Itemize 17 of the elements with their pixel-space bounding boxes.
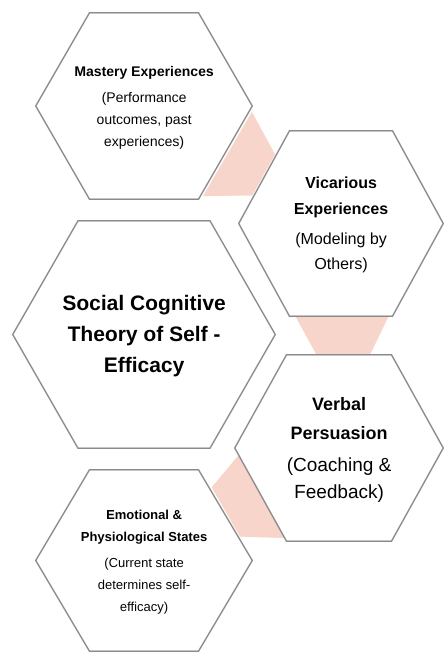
connector-band: [202, 112, 276, 196]
node-description: (Coaching & Feedback): [286, 454, 392, 505]
hexagon-node: [35, 469, 253, 652]
node-description: (Current state determines self-efficacy): [96, 554, 192, 616]
node-description: (Performance outcomes, past experiences): [96, 88, 192, 151]
node-heading: Emotional & Physiological States: [80, 506, 208, 546]
node-heading: Mastery Experiences: [74, 62, 214, 81]
hexagon-node: [234, 354, 444, 542]
hexagon-node: [238, 130, 444, 317]
node-heading: Vicarious Experiences: [292, 174, 390, 220]
connector-band: [212, 456, 286, 538]
node-description: (Modeling by Others): [294, 230, 388, 274]
hexagon-node: [35, 12, 253, 200]
hexagon-node: [12, 220, 276, 449]
connector-band: [296, 317, 388, 354]
node-heading: Verbal Persuasion: [289, 393, 389, 445]
node-heading: Social Cognitive Theory of Self - Efficacy: [61, 291, 227, 379]
